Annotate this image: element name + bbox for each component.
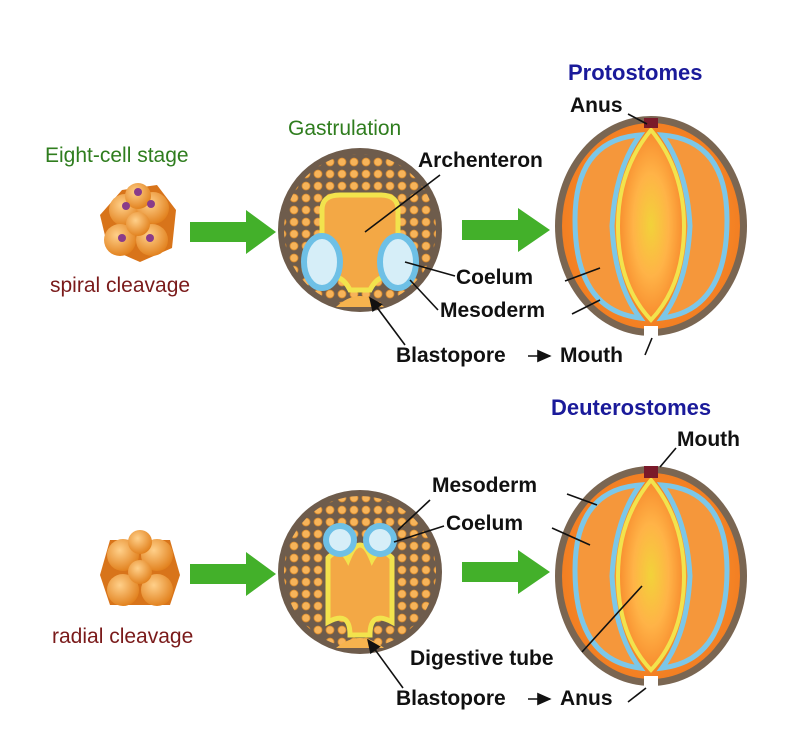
green-arrow [190,552,276,596]
mouth-bottom-leader [659,447,677,468]
green-arrow [462,550,550,594]
mesoderm-bottom-leader [397,499,431,531]
deuterostome-body [555,466,747,686]
mouth-top-leader [644,337,653,356]
blastopore-fate-label: Mouth [560,344,623,367]
coelum-right-leader [551,527,591,546]
archenteron-label: Archenteron [418,149,543,172]
digestive-tube-label: Digestive tube [410,647,554,670]
blastopore-bottom-fate-label: Anus [560,687,613,710]
mesoderm-bottom-label: Mesoderm [432,474,537,497]
coelum-top-leader [564,267,601,282]
mesoderm-label: Mesoderm [440,299,545,322]
protostomes-title: Protostomes [568,60,702,85]
mesoderm-top-leader [571,299,601,315]
coelum-label: Coelum [456,266,533,289]
coelum-bottom-leader [393,525,445,543]
anus-label: Anus [570,94,623,117]
bottom-row: radial cleavage Mesoderm Coelum Blastopo… [52,395,747,710]
mesoderm-right-leader [566,493,598,506]
eight-cell-embryo-radial [100,530,180,606]
spiral-cleavage-label: spiral cleavage [50,274,190,297]
mouth-bottom-label: Mouth [677,428,740,451]
protostome-body [555,116,747,336]
mesoderm-leader [409,279,439,311]
green-arrow [190,210,276,254]
green-arrow [462,208,550,252]
eight-cell-stage-label: Eight-cell stage [45,144,189,167]
gastrula-bottom [278,490,442,654]
deuterostomes-title: Deuterostomes [551,395,711,420]
gastrulation-label: Gastrulation [288,117,401,140]
anus-leader [627,113,648,125]
anus-bottom-leader [627,687,647,703]
blastopore-bottom-label: Blastopore [396,687,506,710]
radial-cleavage-label: radial cleavage [52,625,193,648]
blastopore-pointer [369,296,406,346]
digestive-tube-leader [581,585,643,653]
blastopore-label: Blastopore [396,344,506,367]
top-row: Eight-cell stage spiral cleavage Gastrul… [45,60,747,367]
archenteron-leader [364,174,441,233]
eight-cell-embryo-spiral [100,183,176,262]
coelum-leader [404,261,456,277]
coelum-bottom-label: Coelum [446,512,523,535]
blastopore-bottom-pointer [367,638,404,689]
